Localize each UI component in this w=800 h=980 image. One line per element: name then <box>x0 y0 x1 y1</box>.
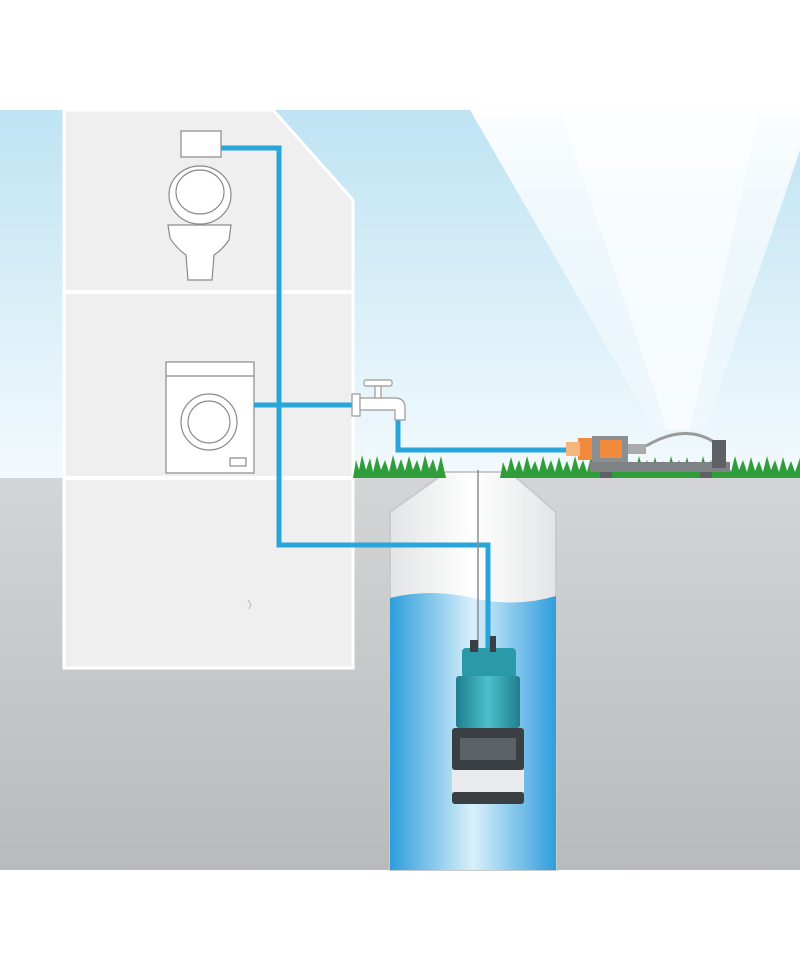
grass-left <box>353 455 446 478</box>
submersible-pump-icon <box>452 636 524 804</box>
pipe-toilet <box>221 145 491 660</box>
pipe-garden <box>395 420 570 453</box>
house-mark <box>247 599 252 610</box>
faucet-icon <box>351 379 406 421</box>
water-spray-icon <box>470 110 800 430</box>
oscillating-sprinkler-icon <box>566 432 730 478</box>
grass-right <box>500 456 800 478</box>
water-pipes <box>221 145 570 660</box>
toilet-icon <box>167 130 232 281</box>
washing-machine-icon <box>165 361 255 474</box>
